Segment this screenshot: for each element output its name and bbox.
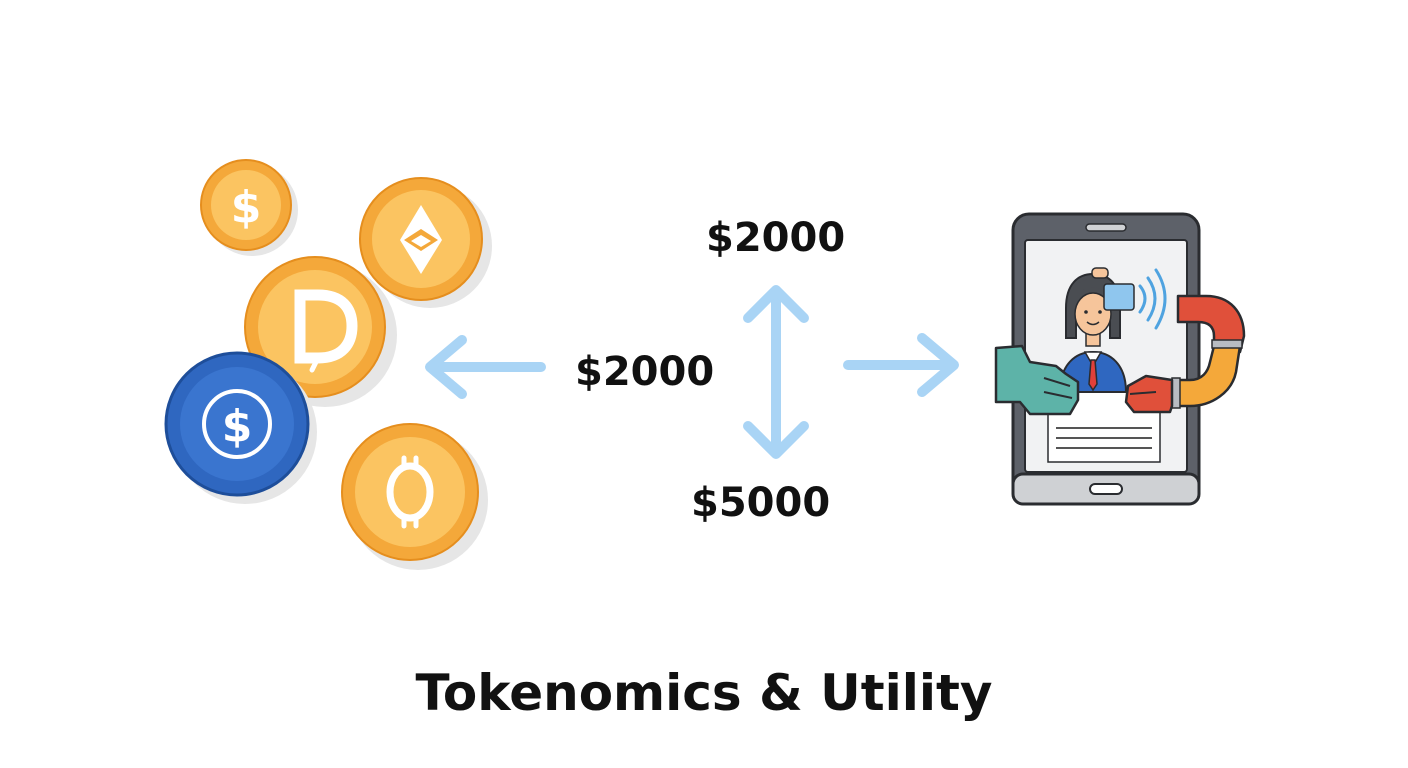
dogecoin-coin-icon [244,256,397,407]
ethereum-coin-icon [359,177,492,308]
amount-label-bottom: $5000 [691,480,831,526]
bitcoin-coin-icon [341,423,488,570]
dollar-coin-icon: $ [200,159,298,256]
diagram-title: Tokenomics & Utility [415,664,993,722]
amount-label-middle: $2000 [575,349,715,395]
amount-label-top: $2000 [706,215,846,261]
svg-text:$: $ [231,182,262,233]
usd-stablecoin-icon: $ [164,351,317,504]
svg-text:$: $ [222,401,253,452]
